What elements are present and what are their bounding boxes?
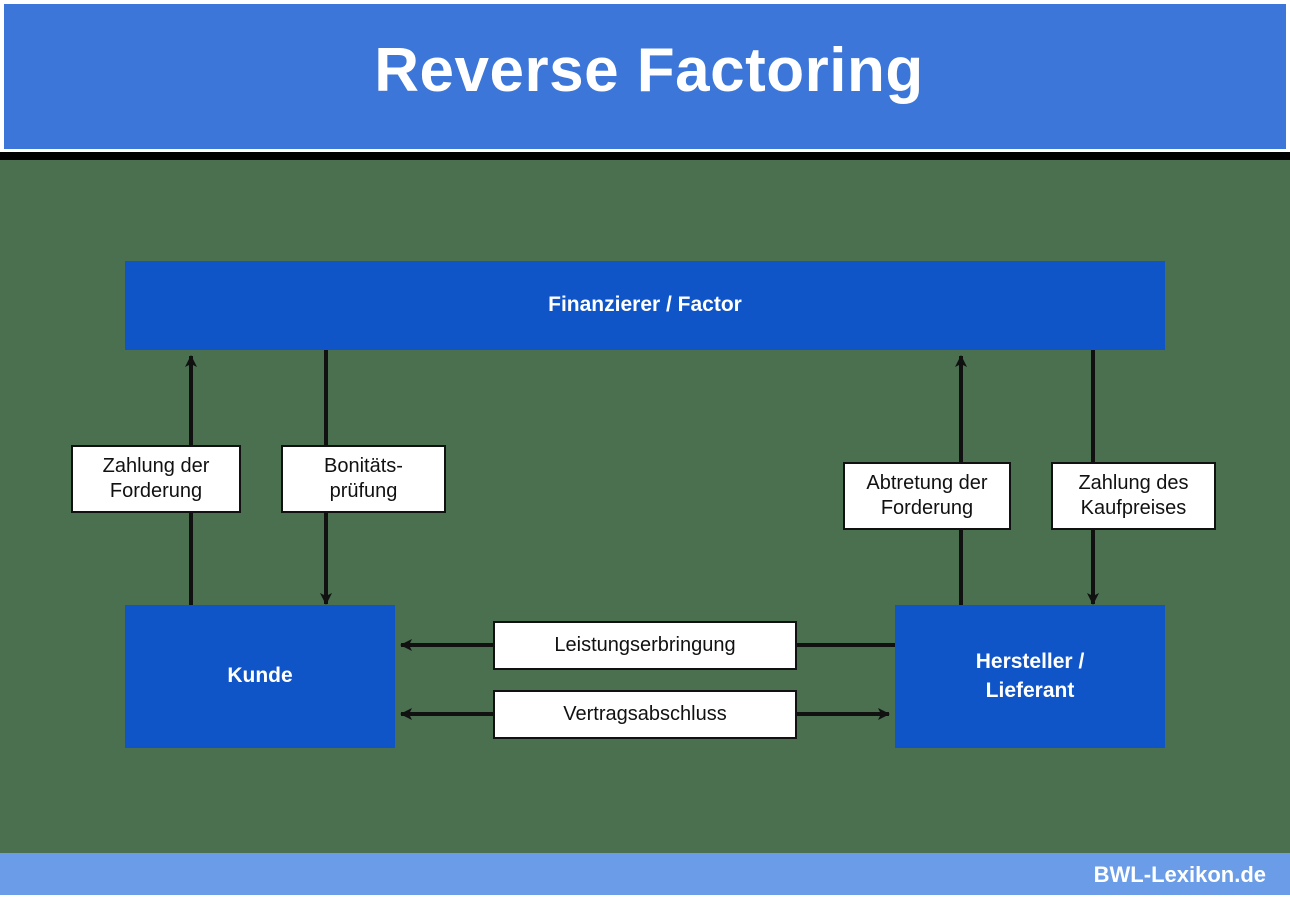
- entity-box-kunde[interactable]: Kunde: [125, 605, 395, 748]
- header-divider-rule: [0, 152, 1290, 160]
- flow-label-text: Zahlung der Forderung: [103, 454, 210, 504]
- flow-label-line2: Forderung: [880, 497, 974, 519]
- entity-label-hersteller-line1: Hersteller /: [975, 650, 1085, 674]
- flow-label-line1: Zahlung des: [1078, 472, 1189, 494]
- flow-label-line1: Zahlung der: [102, 455, 210, 477]
- flow-label-zahlung-des-kaufpreises[interactable]: Zahlung des Kaufpreises: [1051, 462, 1216, 530]
- flow-label-text: Vertragsabschluss: [563, 703, 727, 725]
- entity-label-kunde: Kunde: [227, 664, 293, 688]
- footer-band: [0, 853, 1290, 895]
- diagram-canvas: Finanzierer / Factor Kunde Hersteller / …: [0, 160, 1290, 853]
- flow-label-line2: Forderung: [109, 480, 203, 502]
- entity-label-hersteller: Hersteller / Lieferant: [976, 648, 1085, 705]
- flow-label-line2: Kaufpreises: [1080, 497, 1187, 519]
- footer-credit: BWL-Lexikon.de: [1093, 862, 1266, 887]
- flow-label-leistungserbringung[interactable]: Leistungserbringung: [493, 621, 797, 670]
- flow-label-abtretung-der-forderung[interactable]: Abtretung der Forderung: [843, 462, 1011, 530]
- flow-label-bonitaetspruefung[interactable]: Bonitäts- prüfung: [281, 445, 446, 513]
- header-banner: Reverse Factoring: [0, 0, 1290, 152]
- flow-label-line1: Bonitäts-: [324, 455, 403, 477]
- flow-label-vertragsabschluss[interactable]: Vertragsabschluss: [493, 690, 797, 739]
- entity-box-hersteller[interactable]: Hersteller / Lieferant: [895, 605, 1165, 748]
- entity-box-factor[interactable]: Finanzierer / Factor: [125, 261, 1165, 350]
- flow-label-text: Abtretung der Forderung: [866, 471, 987, 521]
- entity-label-hersteller-line2: Lieferant: [985, 678, 1075, 702]
- flow-label-text: Zahlung des Kaufpreises: [1078, 471, 1188, 521]
- flow-label-zahlung-der-forderung[interactable]: Zahlung der Forderung: [71, 445, 241, 513]
- flow-label-text: Bonitäts- prüfung: [324, 454, 403, 504]
- entity-label-factor: Finanzierer / Factor: [548, 293, 742, 317]
- flow-label-line2: prüfung: [329, 480, 398, 502]
- flow-label-text: Leistungserbringung: [554, 634, 736, 656]
- page-title: Reverse Factoring: [374, 36, 924, 105]
- flow-label-line1: Abtretung der: [866, 472, 988, 494]
